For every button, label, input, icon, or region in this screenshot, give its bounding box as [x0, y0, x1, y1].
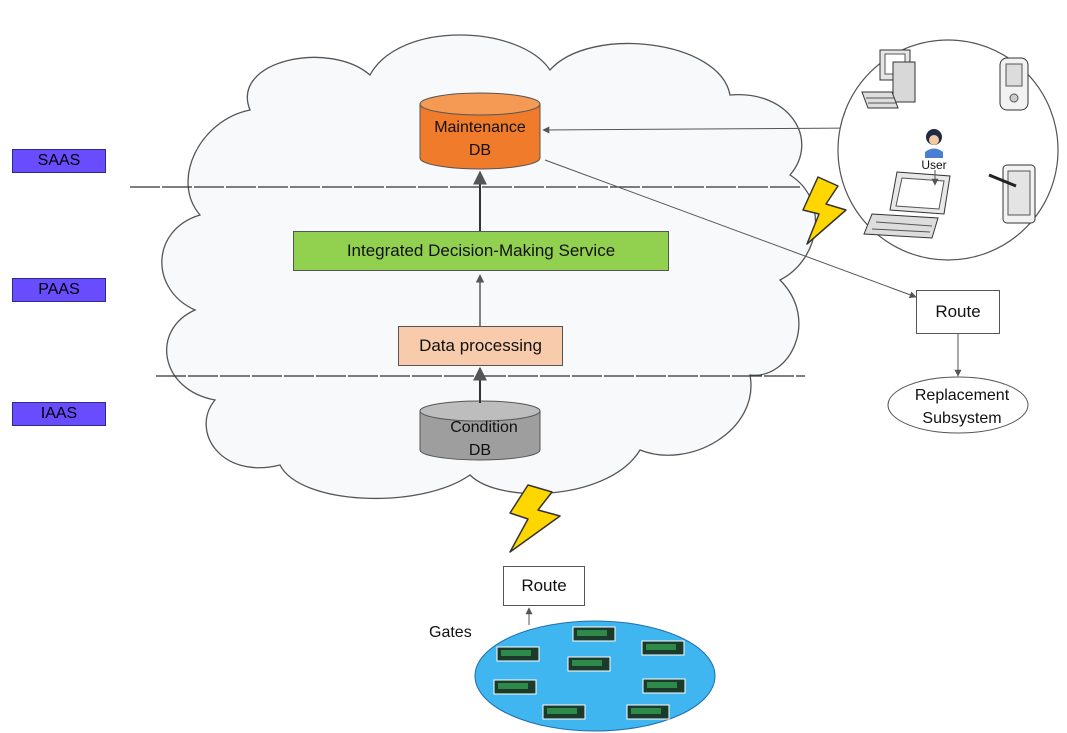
- arrow-maintenance-devices: [542, 124, 861, 134]
- lightning-icon: [802, 176, 847, 245]
- maintenance-db-label-line2: DB: [469, 142, 491, 159]
- tablet-icon: [988, 164, 1036, 224]
- condition-db-label-line1: Condition: [450, 419, 518, 436]
- lightning-icon: [509, 484, 561, 553]
- pda-device-icon: [999, 57, 1029, 111]
- replacement-subsystem-line2: Subsystem: [922, 410, 1001, 427]
- condition-db-cylinder: [419, 400, 541, 461]
- desktop-computer-icon: [861, 49, 916, 109]
- integrated-decision-service-box: Integrated Decision-Making Service: [293, 231, 669, 271]
- replacement-subsystem-ellipse: [887, 376, 1029, 434]
- paas-layer-label: PAAS: [12, 278, 106, 302]
- condition-db-label-line2: DB: [469, 442, 491, 459]
- replacement-subsystem-line1: Replacement: [915, 387, 1010, 404]
- user-label: User: [921, 158, 946, 172]
- iaas-layer-label: IAAS: [12, 402, 106, 426]
- route-bottom-box: Route: [503, 566, 585, 606]
- route-right-box: Route: [916, 290, 1000, 334]
- gates-label: Gates: [429, 624, 472, 641]
- saas-layer-label: SAAS: [12, 149, 106, 173]
- maintenance-db-cylinder: [419, 92, 541, 170]
- maintenance-db-label-line1: Maintenance: [434, 119, 526, 136]
- user-avatar-icon: [925, 129, 943, 158]
- arrow-maintenance-to-route: [544, 159, 917, 299]
- data-processing-box: Data processing: [398, 326, 563, 366]
- circuit-board-icon: [493, 626, 686, 720]
